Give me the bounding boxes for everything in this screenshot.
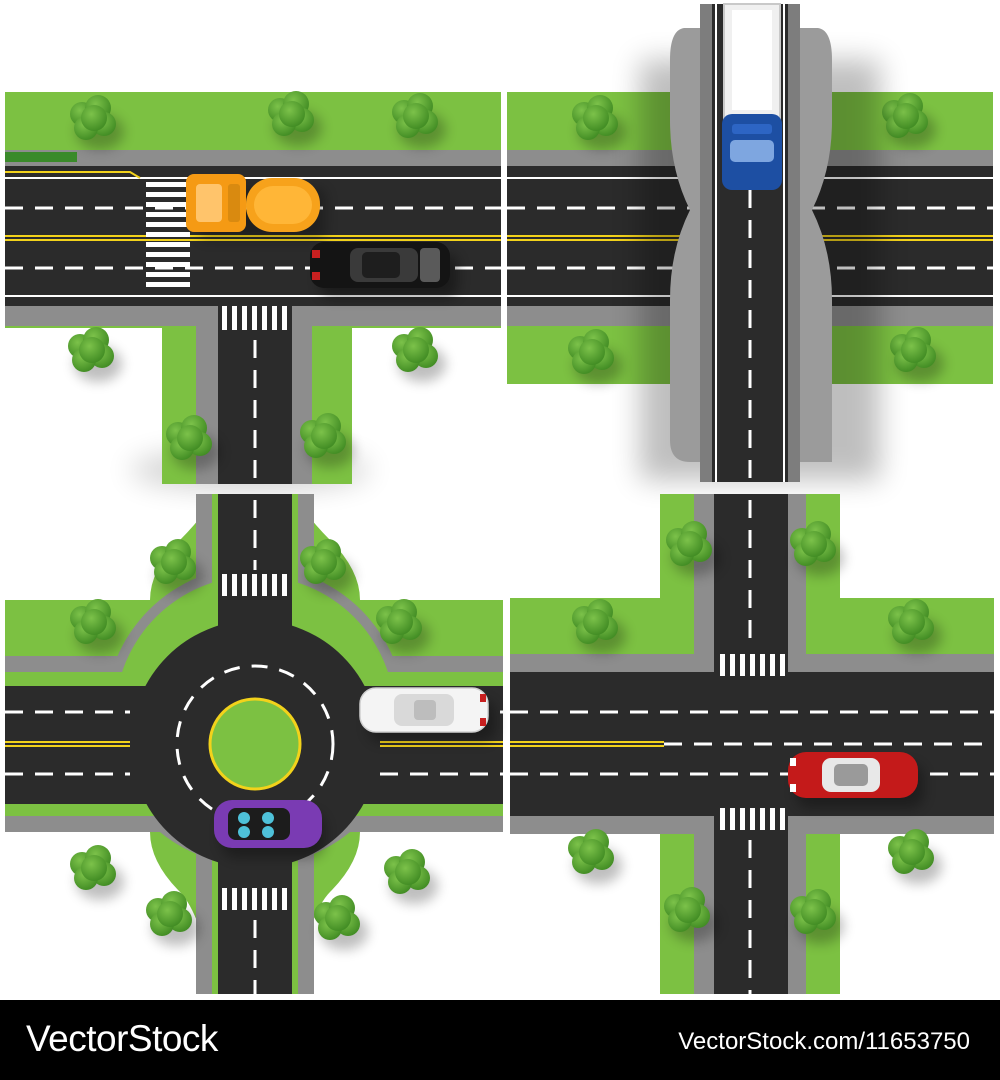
tree-icon (384, 849, 438, 904)
black-suv-icon (310, 242, 458, 298)
image-id-label: VectorStock.com/11653750 (678, 1028, 970, 1055)
white-sedan-icon (359, 687, 496, 742)
tile-t-junction (5, 91, 501, 490)
tree-icon (70, 845, 124, 900)
tree-icon (314, 895, 368, 950)
tree-icon (888, 829, 942, 884)
tile-roundabout (5, 494, 503, 994)
tile-crossroads (510, 494, 994, 994)
tile-overpass (507, 3, 993, 482)
tree-icon (68, 327, 122, 382)
purple-convertible-icon (214, 800, 325, 858)
tree-icon (568, 829, 622, 884)
brand-logo: VectorStock (26, 1018, 218, 1059)
watermark-footer: VectorStock VectorStock.com/11653750 (0, 1000, 1000, 1080)
road-tiles-illustration (5, 3, 994, 994)
blue-cab-box-truck-icon (722, 3, 782, 190)
tree-icon (392, 327, 446, 382)
orange-tanker-truck-icon (186, 174, 326, 240)
red-sports-car-icon (788, 752, 924, 808)
